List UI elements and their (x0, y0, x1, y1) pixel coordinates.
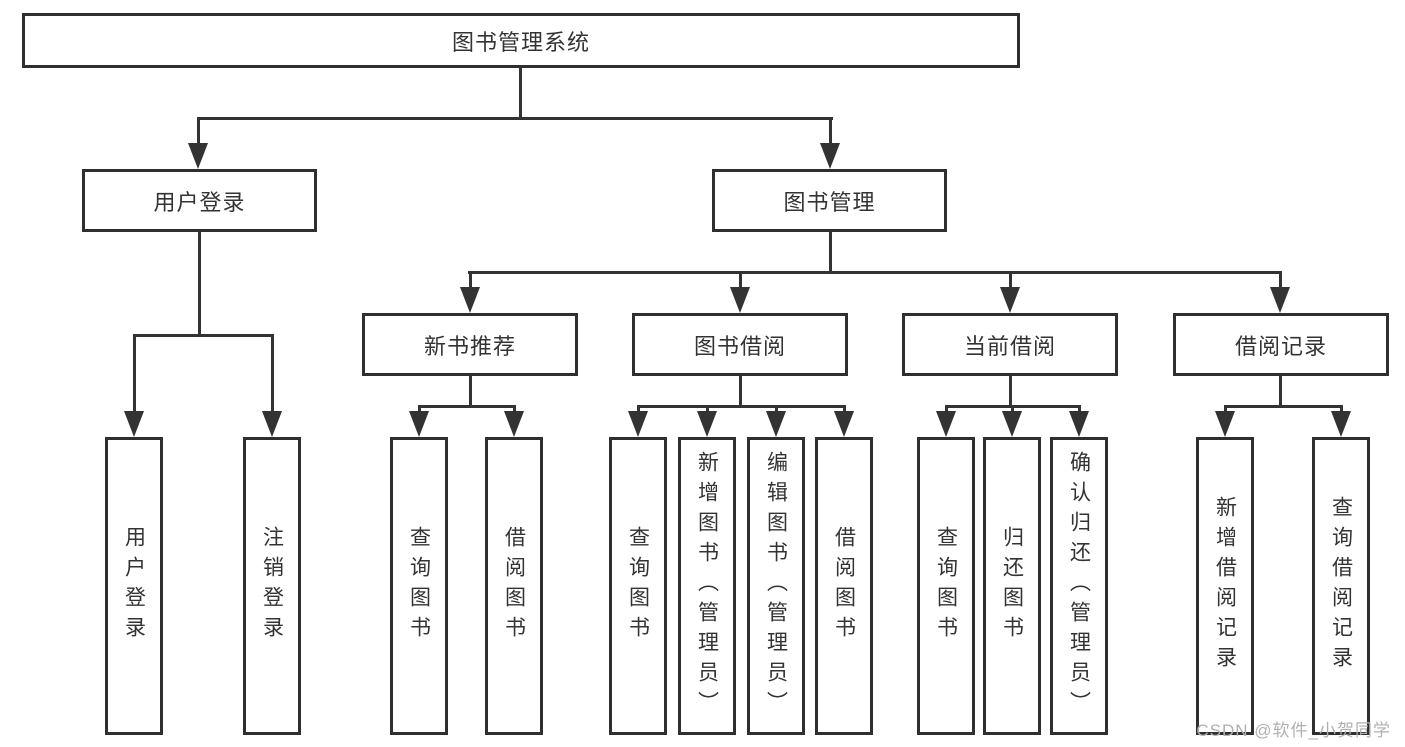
arrow-down-icon (1002, 411, 1022, 437)
connector-segment (945, 405, 948, 415)
connector-segment (418, 405, 515, 408)
arrow-down-icon (124, 411, 144, 437)
arrow-down-icon (820, 143, 840, 169)
arrow-down-icon (628, 411, 648, 437)
leaf-add-borrow-record: 新增借阅记录 (1196, 437, 1254, 735)
connector-segment (1009, 271, 1012, 291)
connector-segment (133, 334, 274, 337)
connector-segment (1011, 405, 1014, 415)
arrow-down-icon (1215, 411, 1235, 437)
arrow-down-icon (409, 411, 429, 437)
connector-segment (829, 117, 832, 147)
connector-segment (1279, 376, 1282, 407)
leaf-query-borrow-record: 查询借阅记录 (1312, 437, 1370, 735)
leaf-borrow-books-recommend: 借阅图书 (485, 437, 543, 735)
node-book-borrowing: 图书借阅 (632, 313, 848, 376)
connector-segment (829, 232, 832, 273)
node-label: 当前借阅 (963, 333, 1056, 359)
connector-segment (775, 405, 778, 415)
arrow-down-icon (1270, 287, 1290, 313)
node-label: 查询图书 (407, 526, 431, 646)
node-user-login: 用户登录 (82, 169, 317, 232)
connector-segment (739, 376, 742, 407)
connector-segment (1009, 376, 1012, 407)
connector-segment (469, 376, 472, 407)
connector-segment (1340, 405, 1343, 415)
leaf-query-books-current: 查询图书 (917, 437, 975, 735)
connector-segment (1279, 271, 1282, 291)
node-label: 查询图书 (626, 526, 650, 646)
node-label: 用户登录 (122, 526, 146, 646)
leaf-confirm-return-admin: 确认归还（管理员） (1050, 437, 1108, 735)
node-label: 图书管理系统 (451, 29, 590, 55)
leaf-edit-books-admin: 编辑图书（管理员） (747, 437, 805, 735)
connector-segment (706, 405, 709, 415)
leaf-user-login: 用户登录 (105, 437, 163, 735)
connector-segment (739, 271, 742, 291)
leaf-query-books-borrowing: 查询图书 (609, 437, 667, 735)
node-label: 查询图书 (934, 526, 958, 646)
node-current-borrowing: 当前借阅 (902, 313, 1118, 376)
node-label: 用户登录 (153, 189, 246, 215)
node-borrow-records: 借阅记录 (1173, 313, 1389, 376)
arrow-down-icon (936, 411, 956, 437)
connector-segment (1078, 405, 1081, 415)
connector-segment (513, 405, 516, 415)
arrow-down-icon (834, 411, 854, 437)
connector-segment (519, 68, 522, 118)
node-library-system: 图书管理系统 (22, 13, 1020, 68)
arrow-down-icon (1331, 411, 1351, 437)
connector-segment (1224, 405, 1227, 415)
node-label: 归还图书 (1000, 526, 1024, 646)
arrow-down-icon (766, 411, 786, 437)
leaf-add-books-admin: 新增图书（管理员） (678, 437, 736, 735)
node-label: 新增借阅记录 (1213, 496, 1237, 676)
arrow-down-icon (730, 287, 750, 313)
node-label: 图书借阅 (693, 333, 786, 359)
node-label: 编辑图书（管理员） (764, 451, 788, 721)
arrow-down-icon (1000, 287, 1020, 313)
connector-segment (843, 405, 846, 415)
connector-segment (469, 271, 472, 291)
connector-segment (133, 334, 136, 414)
node-label: 新增图书（管理员） (695, 451, 719, 721)
node-label: 图书管理 (783, 189, 876, 215)
connector-segment (1224, 405, 1342, 408)
connector-segment (197, 117, 833, 120)
csdn-watermark: CSDN @软件_小贺同学 (1196, 721, 1391, 740)
connector-segment (637, 405, 640, 415)
connector-segment (197, 117, 200, 147)
connector-segment (418, 405, 421, 415)
arrow-down-icon (262, 411, 282, 437)
connector-segment (198, 232, 201, 336)
leaf-borrow-books: 借阅图书 (815, 437, 873, 735)
node-label: 借阅图书 (502, 526, 526, 646)
connector-segment (468, 271, 1282, 274)
node-label: 新书推荐 (423, 333, 516, 359)
node-label: 借阅记录 (1234, 333, 1327, 359)
node-label: 注销登录 (260, 526, 284, 646)
arrow-down-icon (460, 287, 480, 313)
connector-segment (637, 405, 845, 408)
leaf-query-books-recommend: 查询图书 (390, 437, 448, 735)
arrow-down-icon (697, 411, 717, 437)
connector-segment (271, 334, 274, 414)
node-label: 借阅图书 (832, 526, 856, 646)
node-book-management: 图书管理 (712, 169, 947, 232)
leaf-logout: 注销登录 (243, 437, 301, 735)
node-label: 查询借阅记录 (1329, 496, 1353, 676)
node-new-book-recommend: 新书推荐 (362, 313, 578, 376)
node-label: 确认归还（管理员） (1067, 451, 1091, 721)
arrow-down-icon (504, 411, 524, 437)
leaf-return-books: 归还图书 (983, 437, 1041, 735)
arrow-down-icon (188, 143, 208, 169)
arrow-down-icon (1069, 411, 1089, 437)
